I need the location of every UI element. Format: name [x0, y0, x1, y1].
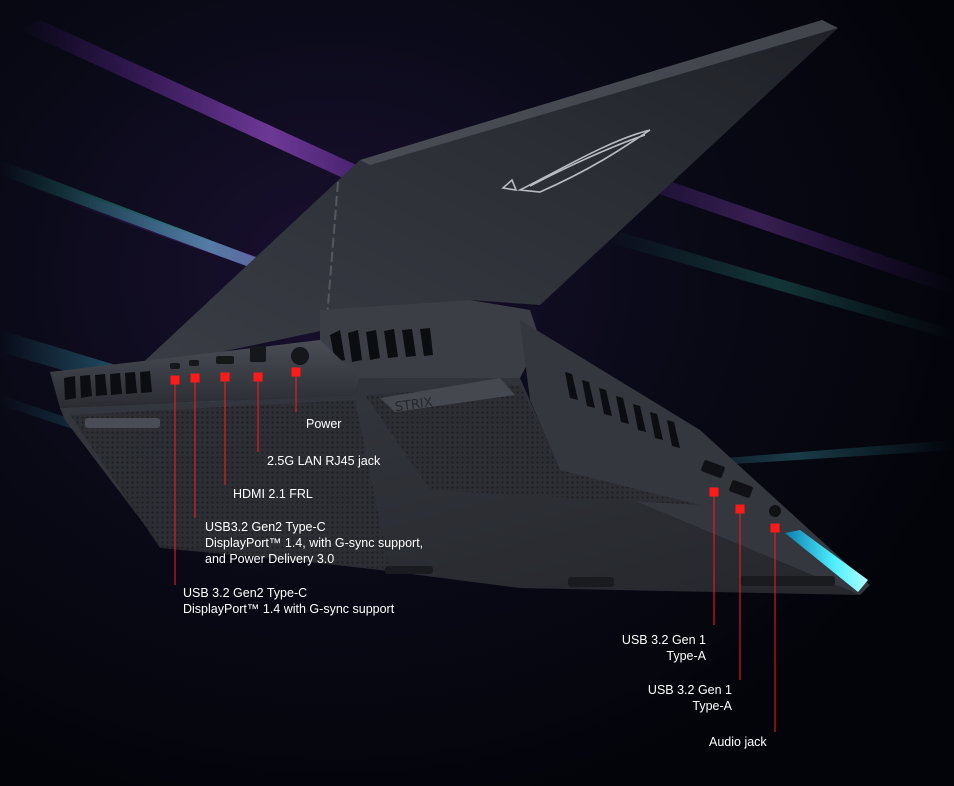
- rgb-light-bar: [785, 530, 868, 592]
- label-usbc1: USB3.2 Gen2 Type-C DisplayPort™ 1.4, wit…: [205, 520, 424, 566]
- marker-usbc2: [170, 375, 180, 385]
- marker-audio: [770, 523, 780, 533]
- label-lan: 2.5G LAN RJ45 jack: [267, 454, 381, 468]
- marker-usba1: [709, 487, 719, 497]
- marker-usba2: [735, 504, 745, 514]
- label-power: Power: [306, 417, 342, 431]
- laptop-lid: [135, 20, 838, 370]
- port-callouts: [170, 367, 780, 732]
- label-usba2: USB 3.2 Gen 1 Type-A: [647, 683, 732, 713]
- bottom-panel-text: STRIX: [394, 395, 434, 415]
- marker-usbc1: [190, 373, 200, 383]
- rog-eye-icon: [501, 129, 651, 193]
- label-hdmi: HDMI 2.1 FRL: [233, 487, 313, 501]
- laptop-body: STRIX: [50, 300, 870, 595]
- rear-vent: [330, 328, 433, 362]
- marker-lan: [253, 372, 263, 382]
- label-usba1: USB 3.2 Gen 1 Type-A: [621, 633, 706, 663]
- label-audio: Audio jack: [709, 735, 767, 749]
- marker-power: [291, 367, 301, 377]
- label-usbc2: USB 3.2 Gen2 Type-C DisplayPort™ 1.4 wit…: [183, 586, 395, 616]
- marker-hdmi: [220, 372, 230, 382]
